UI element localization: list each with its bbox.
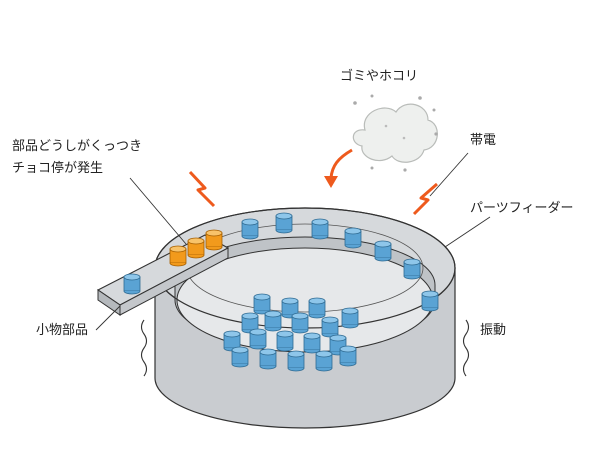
parts-stick-label: 部品どうしがくっつき	[12, 139, 143, 154]
part-on-track	[374, 240, 392, 262]
part-on-track	[344, 227, 362, 249]
dust-label: ゴミやホコリ	[340, 69, 419, 84]
part-on-track	[275, 212, 293, 234]
leader-line	[444, 216, 491, 248]
arrow-icon	[324, 148, 353, 188]
part-on-track	[403, 258, 421, 280]
leader-line	[429, 152, 469, 197]
dust-cloud-icon	[352, 94, 438, 172]
part-on-track	[311, 218, 329, 240]
part-on-track	[241, 218, 259, 240]
static-label: 帯電	[470, 133, 497, 148]
stuck-part	[187, 237, 205, 259]
stuck-part	[205, 229, 223, 251]
stoppage-label: チョコ停が発生	[12, 161, 104, 176]
static-spark-icon	[188, 170, 216, 208]
static-spark-icon	[412, 182, 438, 216]
leader-line	[129, 177, 187, 245]
part-on-track	[421, 290, 439, 312]
part-on-chute	[123, 273, 141, 295]
small-parts-label: 小物部品	[36, 323, 89, 338]
leader-line	[95, 305, 121, 331]
vibration-wave-icon	[140, 319, 148, 377]
stuck-part	[169, 245, 187, 267]
vibration-wave-icon	[462, 319, 470, 377]
feeder-label: パーツフィーダー	[470, 201, 574, 216]
vibration-label: 振動	[480, 323, 507, 338]
